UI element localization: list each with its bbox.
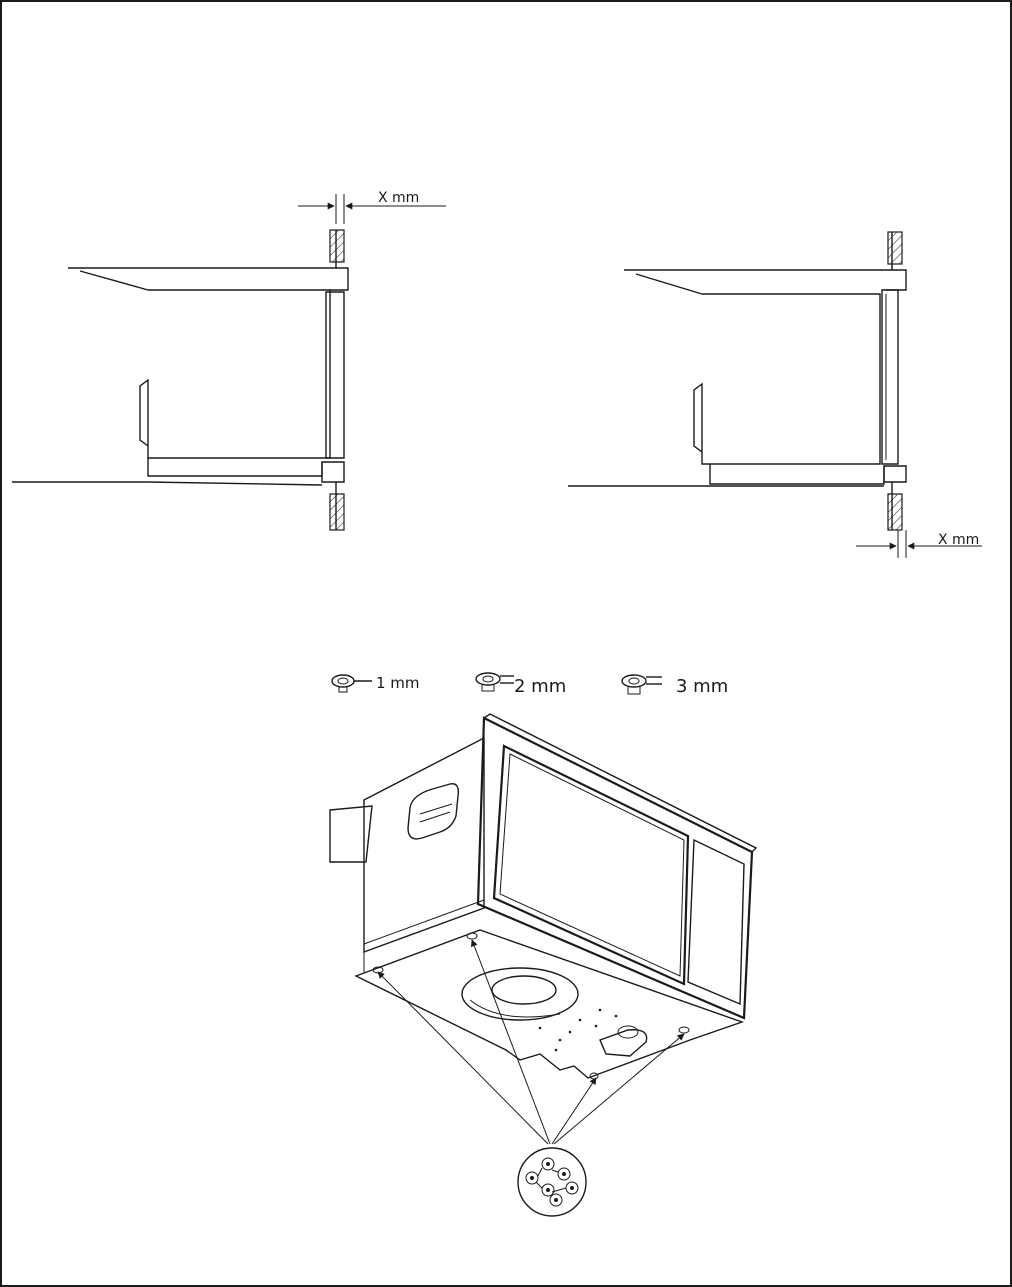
door-window bbox=[492, 744, 690, 986]
bottom-plate bbox=[354, 929, 745, 1079]
fan-grille bbox=[461, 967, 579, 1021]
front-frame bbox=[476, 716, 754, 1020]
appliance-isometric-view bbox=[329, 713, 758, 1217]
spacer-1mm-label: 1 mm bbox=[376, 674, 420, 692]
wall-segment-top-left bbox=[329, 229, 345, 263]
bottom-cutout bbox=[599, 1029, 648, 1057]
spacer-2mm-icon bbox=[475, 672, 514, 692]
pointer-arrows bbox=[377, 939, 685, 1145]
spacer-3mm-label: 3 mm bbox=[676, 676, 728, 697]
foot-hole bbox=[678, 1026, 690, 1034]
dimension-label-left: X mm bbox=[378, 190, 419, 206]
left-side-panel bbox=[363, 736, 485, 954]
spacer-3mm-icon bbox=[621, 674, 662, 695]
side-view-left: X mm bbox=[12, 190, 446, 531]
side-view-right: X mm bbox=[568, 231, 982, 558]
wall-segment-top-right bbox=[887, 231, 903, 265]
foot-hole bbox=[466, 932, 478, 940]
spacer-1mm-icon bbox=[331, 674, 372, 693]
spacer-2mm-label: 2 mm bbox=[514, 676, 566, 697]
spacer-detail-circle bbox=[517, 1147, 587, 1217]
side-flap bbox=[329, 805, 373, 863]
wall-segment-bottom-right bbox=[887, 493, 903, 531]
control-panel bbox=[687, 838, 745, 1006]
spacer-legend: 1 mm 2 mm 3 mm bbox=[331, 672, 728, 697]
side-handle bbox=[407, 783, 460, 840]
dimension-label-right: X mm bbox=[938, 532, 979, 548]
wall-segment-bottom-left bbox=[329, 493, 345, 531]
